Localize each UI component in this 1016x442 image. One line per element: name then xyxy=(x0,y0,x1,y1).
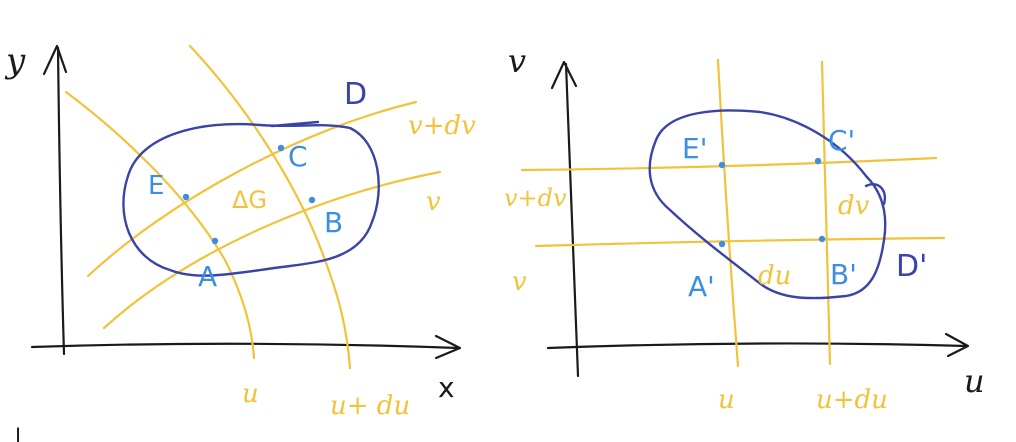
right-u-axis xyxy=(546,342,968,350)
curve-u-plus-du xyxy=(188,44,352,370)
curve-u-left xyxy=(64,90,256,360)
region-D-label: D xyxy=(344,77,367,112)
point-A-dot xyxy=(211,237,219,245)
curve-v-plus-dv xyxy=(86,100,418,278)
right-u-axis-label: u xyxy=(964,362,985,400)
region-D xyxy=(122,122,380,277)
line-u-label: u xyxy=(718,385,735,415)
point-E-dot xyxy=(182,193,190,201)
point-A-label: A xyxy=(198,260,217,293)
left-y-axis-label: y xyxy=(4,41,26,81)
left-x-axis xyxy=(30,342,460,350)
region-D-top-flick xyxy=(270,120,320,128)
left-x-axis-label: x xyxy=(438,371,455,404)
region-D-prime-label: D' xyxy=(896,249,927,284)
point-C-prime-label: C' xyxy=(828,124,855,157)
line-v-plus-dv-label: v+dv xyxy=(504,184,567,212)
point-A-prime-label: A' xyxy=(688,270,715,303)
line-u-plus-du-label: u+du xyxy=(816,385,888,415)
left-y-axis xyxy=(56,46,66,356)
line-v-label: v xyxy=(512,267,527,297)
point-C-prime-dot xyxy=(814,157,822,165)
curve-v-plus-dv-label: v+dv xyxy=(408,111,476,141)
point-B-prime-dot xyxy=(818,235,826,243)
point-E-prime-dot xyxy=(718,161,726,169)
point-E-label: E xyxy=(148,171,164,201)
region-D-prime-bump xyxy=(864,183,887,206)
curve-u-label: u xyxy=(242,379,259,409)
right-v-axis xyxy=(564,62,580,378)
point-C-dot xyxy=(277,144,285,152)
line-v-plus-dv xyxy=(520,156,938,172)
curve-u-plus-du-label: u+ du xyxy=(330,391,410,421)
point-A-prime-dot xyxy=(718,240,726,248)
point-C-label: C xyxy=(288,140,308,173)
region-D-prime xyxy=(648,109,887,300)
left-x-axis-arrowhead xyxy=(434,334,462,360)
dv-label: dv xyxy=(838,191,870,221)
left-y-axis-arrowhead xyxy=(42,44,68,76)
line-v xyxy=(534,236,946,248)
area-label: ΔG xyxy=(232,186,267,214)
corner-mark: | xyxy=(14,424,22,442)
du-label: du xyxy=(758,261,791,291)
right-v-axis-arrowhead xyxy=(550,60,578,90)
line-u-plus-du xyxy=(820,60,832,366)
right-u-axis-arrowhead xyxy=(944,332,970,358)
point-B-label: B xyxy=(324,206,343,239)
curve-v xyxy=(102,170,442,330)
point-B-prime-label: B' xyxy=(830,258,857,291)
left-diagram: y x D ΔG A B C E u u+ du v v+dv xyxy=(4,41,476,421)
right-v-axis-label: v xyxy=(508,42,526,80)
line-u xyxy=(716,58,740,368)
right-diagram: v u D' A' B' C' E' du dv u u+du v v+dv xyxy=(504,42,985,415)
curve-v-label: v xyxy=(426,187,441,217)
point-B-dot xyxy=(308,196,316,204)
point-E-prime-label: E' xyxy=(682,132,707,165)
